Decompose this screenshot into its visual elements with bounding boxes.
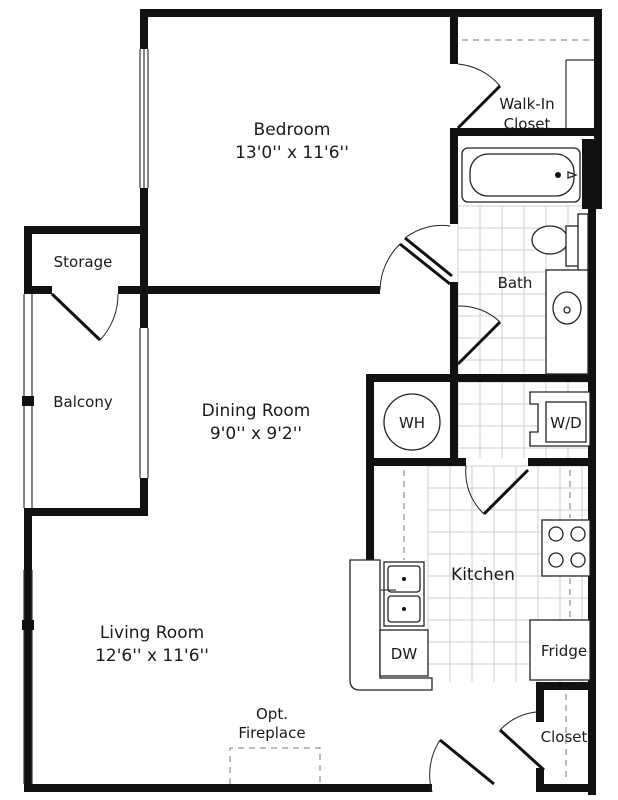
wall-closet-top bbox=[536, 682, 596, 690]
wall-balcony-inner-lower bbox=[140, 478, 148, 516]
fireplace-label-line2: Fireplace bbox=[238, 724, 305, 742]
entry-door bbox=[439, 738, 495, 786]
walkin-label-line2: Closet bbox=[504, 115, 551, 133]
walkin-closet-shelf bbox=[462, 39, 594, 128]
wall-bedroom-left-lower bbox=[140, 188, 148, 328]
bath-label: Bath bbox=[498, 274, 533, 292]
wall-storage-left bbox=[24, 226, 32, 290]
bedroom-label: Bedroom bbox=[254, 120, 331, 140]
closet-label: Closet bbox=[541, 728, 588, 746]
storage-label: Storage bbox=[54, 253, 113, 271]
dining-room-label: Dining Room bbox=[202, 401, 311, 421]
water-heater: WH bbox=[383, 393, 441, 451]
room-labels: Bedroom 13'0'' x 11'6'' Walk-In Closet B… bbox=[53, 95, 587, 746]
fireplace-label-line1: Opt. bbox=[256, 705, 288, 723]
bath-door bbox=[399, 242, 451, 286]
wall-right-main bbox=[588, 209, 596, 689]
wall-storage-bottom-right bbox=[118, 286, 148, 294]
walkin-label-line1: Walk-In bbox=[499, 95, 554, 113]
wall-closet-divider-top bbox=[450, 9, 458, 64]
storage-door bbox=[50, 292, 102, 342]
washer-dryer-label: W/D bbox=[550, 414, 581, 432]
wall-bedroom-bottom bbox=[140, 286, 380, 294]
living-room-label: Living Room bbox=[100, 623, 204, 643]
fridge: Fridge bbox=[529, 619, 591, 681]
bathtub bbox=[461, 147, 581, 203]
wall-storage-bottom-left bbox=[24, 286, 52, 294]
water-heater-label: WH bbox=[399, 414, 425, 432]
kitchen-label: Kitchen bbox=[451, 565, 515, 585]
doors bbox=[50, 63, 546, 793]
walkin-door bbox=[456, 84, 502, 130]
bedroom-dims: 13'0'' x 11'6'' bbox=[235, 143, 349, 163]
wall-storage-top bbox=[24, 226, 148, 234]
bath-sink bbox=[545, 269, 589, 375]
wall-left-living bbox=[24, 510, 32, 792]
wall-bath-bottom bbox=[366, 374, 596, 382]
balcony-label: Balcony bbox=[53, 393, 113, 411]
washer-dryer: W/D bbox=[529, 391, 591, 447]
wall-top bbox=[140, 9, 602, 17]
kitchen-sink bbox=[380, 561, 425, 627]
kitchen-counter bbox=[349, 470, 433, 691]
wall-bottom-left bbox=[24, 784, 432, 792]
laundry-door bbox=[482, 468, 530, 516]
wall-bedroom-left-top bbox=[140, 9, 148, 49]
wall-wh-bottom bbox=[366, 458, 466, 466]
wall-closet-left-low bbox=[536, 768, 544, 792]
closet-door bbox=[498, 728, 546, 772]
dishwasher: DW bbox=[379, 629, 429, 677]
wall-balcony-bottom bbox=[24, 508, 148, 516]
windows bbox=[22, 49, 149, 784]
wall-laundry-bottom-right bbox=[528, 458, 596, 466]
toilet bbox=[531, 213, 589, 275]
wall-bottom-right bbox=[538, 784, 596, 792]
living-room-dims: 12'6'' x 11'6'' bbox=[95, 646, 209, 666]
dishwasher-label: DW bbox=[391, 645, 418, 663]
wall-right-closet bbox=[588, 690, 596, 795]
wall-laundry-left bbox=[366, 374, 374, 564]
walls bbox=[24, 9, 602, 795]
wall-bath-left-top bbox=[450, 128, 458, 224]
fridge-label: Fridge bbox=[541, 642, 587, 660]
stove bbox=[541, 519, 591, 577]
wall-closet-left bbox=[536, 682, 544, 722]
fireplace-outline bbox=[229, 747, 321, 784]
wall-closet-bottom bbox=[450, 128, 594, 136]
wall-right-bath-thick bbox=[582, 139, 602, 209]
wall-wh-right bbox=[450, 374, 458, 464]
wall-bath-left-lower bbox=[450, 282, 458, 378]
wall-right-upper bbox=[594, 9, 602, 139]
dining-room-dims: 9'0'' x 9'2'' bbox=[210, 424, 302, 444]
